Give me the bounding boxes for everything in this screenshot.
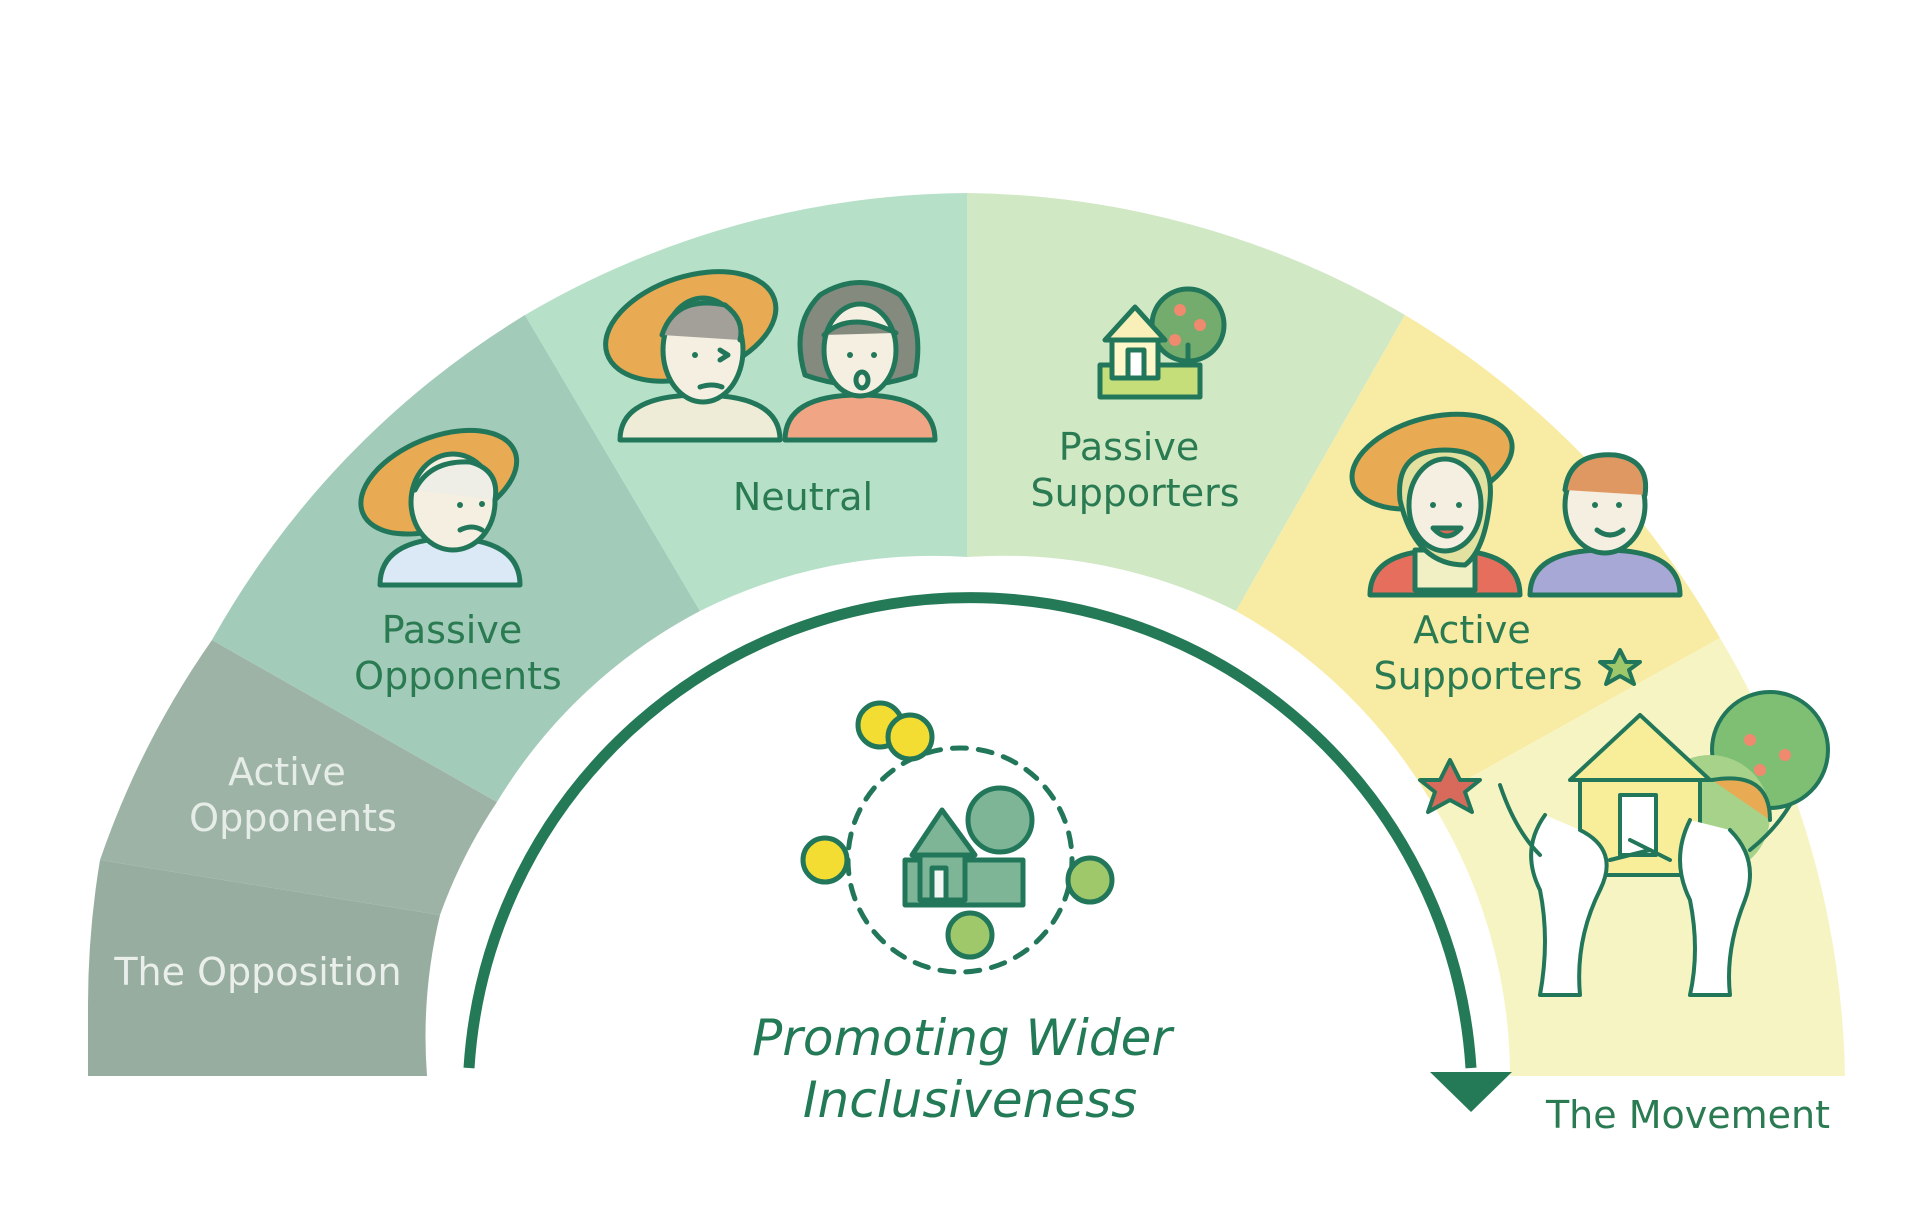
label-neutral: Neutral <box>733 475 873 519</box>
villager-with-hat-icon <box>358 427 523 588</box>
arrow-arc <box>463 592 1477 1069</box>
label-passive-supporters: Passive Supporters <box>1030 425 1239 515</box>
segment-active-opponents <box>100 640 497 915</box>
label-the-opposition: The Opposition <box>113 950 401 994</box>
segment-passive-supporters <box>967 193 1405 611</box>
house-and-tree-icon <box>1097 286 1227 400</box>
two-supporters-icon <box>1349 411 1683 598</box>
progress-arrow <box>463 592 1512 1112</box>
center-title: Promoting Wider Inclusiveness <box>752 1009 1188 1129</box>
celebrating-people-icon <box>1418 648 1830 997</box>
label-the-movement: The Movement <box>1545 1093 1830 1137</box>
segment-labels: The Opposition Active Opponents Passive … <box>113 425 1830 1137</box>
two-neutral-villagers-icon <box>603 269 938 443</box>
arrowhead-down-icon <box>1430 1072 1512 1112</box>
label-active-supporters: Active Supporters <box>1373 608 1582 698</box>
community-cycle-icon <box>800 700 1115 975</box>
label-active-opponents: Active Opponents <box>189 750 397 840</box>
label-passive-opponents: Passive Opponents <box>354 608 562 698</box>
segment-the-opposition <box>88 860 440 1076</box>
